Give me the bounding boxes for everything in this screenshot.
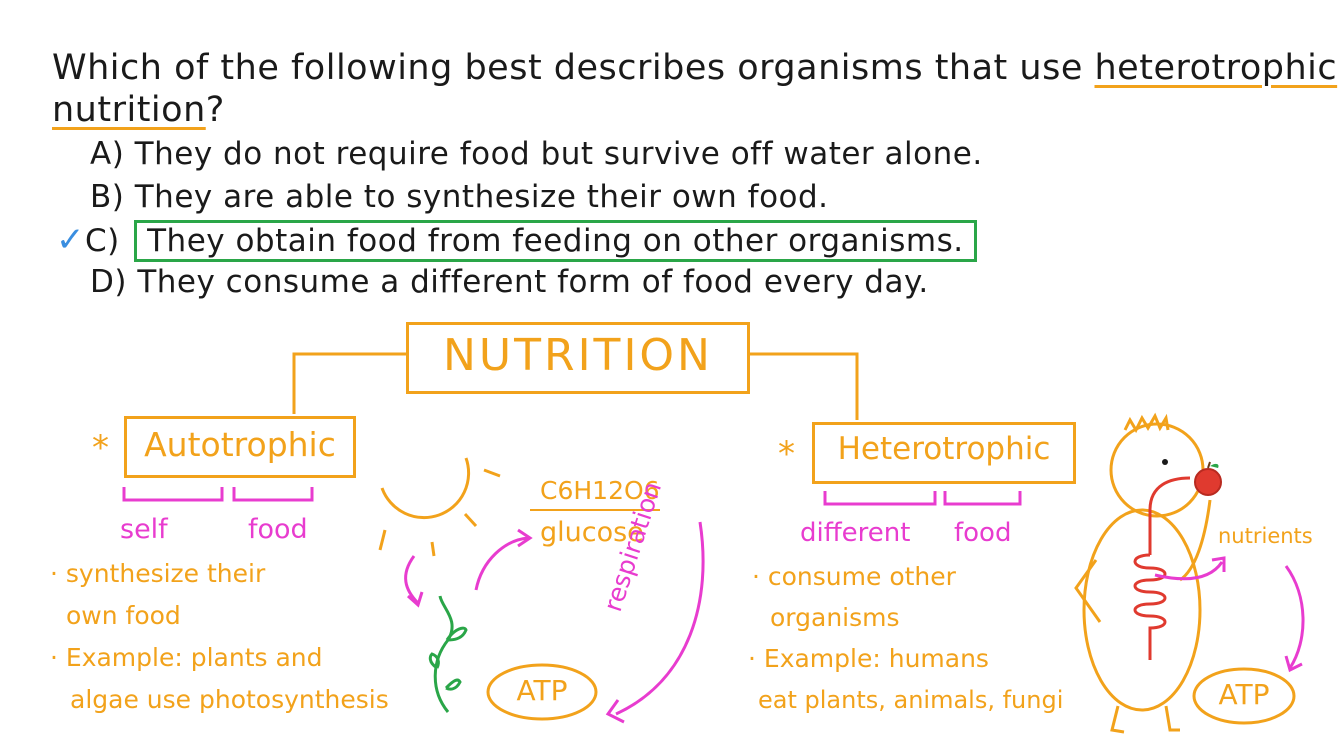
star-icon: *	[92, 428, 109, 468]
hetero-bullet-2-cont: eat plants, animals, fungi	[758, 686, 1064, 714]
auto-part-self: self	[120, 514, 168, 545]
hetero-bullet-1: · consume other	[752, 562, 956, 591]
bracket-different	[823, 491, 937, 506]
auto-bullet-1: · synthesize their	[50, 559, 266, 588]
auto-part-food: food	[248, 514, 308, 545]
question-line-2: nutrition?	[52, 90, 225, 130]
question-term-1: heterotrophic	[1094, 48, 1338, 88]
bracket-self	[122, 487, 224, 502]
arrow-nutrients-atp	[1284, 565, 1305, 669]
option-text: They obtain food from feeding on other o…	[147, 223, 964, 259]
question-prefix: Which of the following best describes or…	[52, 48, 1083, 88]
option-c[interactable]: ✓C) They obtain food from feeding on oth…	[56, 220, 977, 262]
correct-answer-box: They obtain food from feeding on other o…	[134, 220, 977, 262]
digestive-tract-icon	[1133, 476, 1191, 660]
glucose-label: glucose	[540, 517, 644, 548]
atp-left-label: ATP	[516, 674, 568, 707]
atp-left-oval	[486, 663, 598, 721]
nutrition-box	[406, 322, 750, 394]
glucose-formula: C6H12O6	[540, 476, 660, 505]
connector-right	[748, 352, 859, 420]
hetero-bullet-2: · Example: humans	[748, 644, 989, 673]
option-letter: C)	[85, 223, 120, 259]
arrow-nutrients	[1154, 561, 1224, 581]
arrow-respiration	[615, 521, 705, 716]
option-a[interactable]: A) They do not require food but survive …	[90, 136, 983, 172]
check-icon: ✓	[56, 220, 85, 260]
option-text: They do not require food but survive off…	[134, 136, 983, 172]
hetero-part-different: different	[800, 518, 911, 548]
nutrition-title: NUTRITION	[443, 330, 713, 381]
auto-bullet-2-cont: algae use photosynthesis	[70, 685, 389, 714]
question-mark: ?	[205, 90, 225, 130]
option-text: They are able to synthesize their own fo…	[134, 179, 829, 215]
star-icon: *	[778, 434, 795, 474]
heterotrophic-title: Heterotrophic	[837, 431, 1051, 467]
option-d[interactable]: D) They consume a different form of food…	[90, 264, 929, 300]
hetero-bullet-1-cont: organisms	[770, 603, 900, 632]
bracket-food-2	[943, 491, 1022, 506]
autotrophic-box	[124, 416, 356, 478]
heterotrophic-box	[812, 422, 1076, 484]
option-letter: D)	[90, 264, 127, 300]
connector-left	[292, 352, 406, 414]
nutrients-label: nutrients	[1218, 524, 1313, 548]
apple-icon	[1194, 461, 1222, 496]
sun-icon	[378, 457, 501, 557]
bracket-food	[232, 487, 314, 502]
question-term-2: nutrition	[52, 90, 206, 130]
arrow-plant-glucose	[474, 536, 529, 591]
auto-bullet-2: · Example: plants and	[50, 643, 323, 672]
option-letter: A)	[90, 136, 125, 172]
question-text: Which of the following best describes or…	[52, 48, 1337, 88]
option-text: They consume a different form of food ev…	[137, 264, 929, 300]
option-letter: B)	[90, 179, 125, 215]
plant-icon	[428, 595, 468, 713]
hetero-part-food: food	[954, 518, 1012, 548]
auto-bullet-1-cont: own food	[66, 601, 181, 630]
autotrophic-title: Autotrophic	[144, 425, 336, 464]
atp-right-oval	[1192, 667, 1296, 725]
human-figure-icon	[1074, 412, 1212, 734]
arrow-sun-plant	[404, 555, 420, 605]
atp-right-label: ATP	[1218, 678, 1270, 711]
option-b[interactable]: B) They are able to synthesize their own…	[90, 179, 829, 215]
